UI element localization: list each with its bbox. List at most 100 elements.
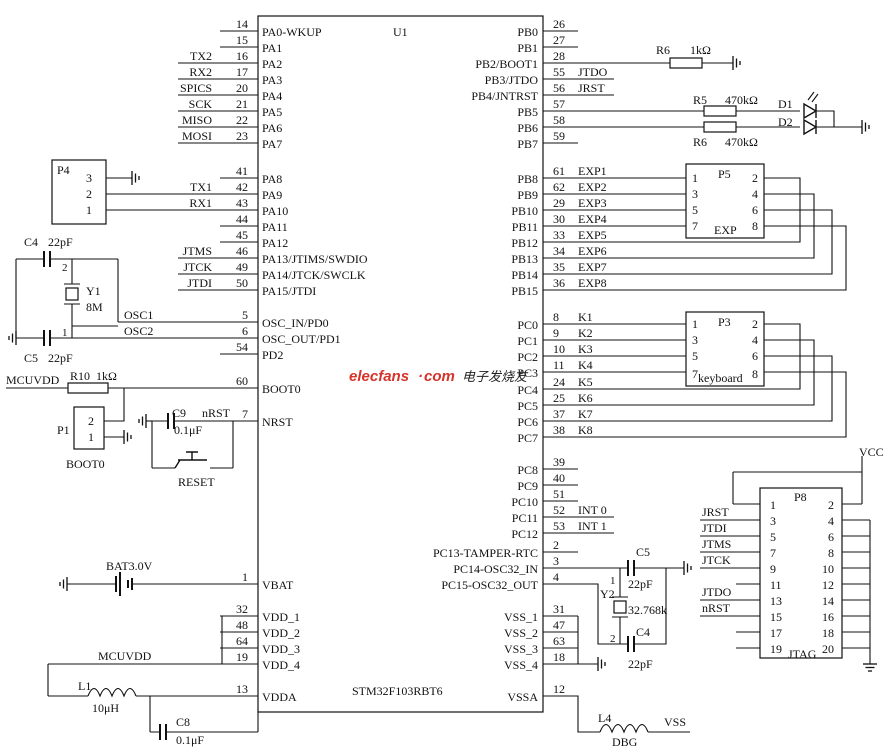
pin-name: PA7 bbox=[262, 137, 282, 151]
pin-vss-2: VSS_247 bbox=[504, 618, 578, 640]
svg-text:P8: P8 bbox=[794, 490, 807, 504]
svg-text:Y1: Y1 bbox=[86, 284, 101, 298]
pin-number: 5 bbox=[242, 308, 248, 322]
pin-number: 29 bbox=[553, 196, 565, 210]
pin-name: PB5 bbox=[517, 105, 538, 119]
svg-text:BAT3.0V: BAT3.0V bbox=[106, 559, 153, 573]
net-label: EXP7 bbox=[578, 260, 607, 274]
pin-number: 39 bbox=[553, 455, 565, 469]
pin-number: 20 bbox=[236, 81, 248, 95]
pin-name: VDD_2 bbox=[262, 626, 300, 640]
net-label: K2 bbox=[578, 326, 593, 340]
pin-name: PC9 bbox=[517, 479, 538, 493]
pin-number: 15 bbox=[236, 33, 248, 47]
pin-number: 61 bbox=[553, 164, 565, 178]
svg-text:22pF: 22pF bbox=[48, 235, 73, 249]
svg-text:com: com bbox=[424, 368, 455, 385]
svg-text:R6: R6 bbox=[693, 135, 707, 149]
pin-number: 51 bbox=[553, 487, 565, 501]
pin-name: PA12 bbox=[262, 236, 288, 250]
svg-text:P5: P5 bbox=[718, 167, 731, 181]
net-label: JTMS bbox=[183, 244, 212, 258]
pin-number: 44 bbox=[236, 212, 248, 226]
svg-text:C4: C4 bbox=[636, 625, 650, 639]
pin-pa13-jtims-swdio: PA13/JTIMS/SWDIO 46 JTMS bbox=[178, 244, 368, 266]
svg-text:C9: C9 bbox=[172, 406, 186, 420]
p8-pin-even: 20 bbox=[822, 642, 834, 656]
pin-number: 48 bbox=[236, 618, 248, 632]
svg-text:5: 5 bbox=[692, 349, 698, 363]
p8-pin-odd: 9 bbox=[770, 562, 776, 576]
svg-text:VCC: VCC bbox=[859, 445, 884, 459]
pin-number: 37 bbox=[553, 407, 565, 421]
pin-number: 62 bbox=[553, 180, 565, 194]
pin-number: 34 bbox=[553, 244, 565, 258]
pin-number: 6 bbox=[242, 324, 248, 338]
pin-name: PC15-OSC32_OUT bbox=[441, 578, 538, 592]
pin-name: PC13-TAMPER-RTC bbox=[433, 546, 538, 560]
svg-text:2: 2 bbox=[610, 633, 616, 645]
svg-text:2: 2 bbox=[88, 414, 94, 428]
pin-number: 46 bbox=[236, 244, 248, 258]
vdd-supply: MCUVDD L1 10μH C8 0.1μF bbox=[47, 615, 259, 747]
net-label: JTDO bbox=[578, 65, 608, 79]
pin-name: PA0-WKUP bbox=[262, 25, 322, 39]
p8-pin-even: 18 bbox=[822, 626, 834, 640]
pin-number: 8 bbox=[553, 310, 559, 324]
pin-name: PB7 bbox=[517, 137, 538, 151]
svg-text:P4: P4 bbox=[57, 163, 70, 177]
svg-text:MCUVDD: MCUVDD bbox=[6, 373, 60, 387]
net-label: TX2 bbox=[190, 49, 212, 63]
boot1-resistor: R6 1kΩ bbox=[543, 43, 741, 71]
pin-name: VSS_1 bbox=[504, 610, 538, 624]
net-label: JTDI bbox=[187, 276, 212, 290]
svg-text:Y2: Y2 bbox=[600, 587, 615, 601]
svg-text:470kΩ: 470kΩ bbox=[725, 135, 758, 149]
svg-text:JTDO: JTDO bbox=[702, 585, 732, 599]
net-label: K4 bbox=[578, 358, 593, 372]
svg-text:22pF: 22pF bbox=[628, 577, 653, 591]
svg-text:C5: C5 bbox=[636, 545, 650, 559]
pin-name: VSS_2 bbox=[504, 626, 538, 640]
net-label: TX1 bbox=[190, 180, 212, 194]
pin-name: PA14/JTCK/SWCLK bbox=[262, 268, 366, 282]
pin-name: PC12 bbox=[511, 527, 538, 541]
svg-text:MCUVDD: MCUVDD bbox=[98, 649, 152, 663]
pin-name: VDD_4 bbox=[262, 658, 300, 672]
svg-text:RESET: RESET bbox=[178, 475, 215, 489]
net-label: K8 bbox=[578, 423, 593, 437]
svg-text:7: 7 bbox=[692, 367, 698, 381]
svg-text:P1: P1 bbox=[57, 423, 70, 437]
pin-name: PA13/JTIMS/SWDIO bbox=[262, 252, 368, 266]
pin-name: VSS_4 bbox=[504, 658, 538, 672]
svg-text:VSS: VSS bbox=[664, 715, 686, 729]
net-label: MISO bbox=[182, 113, 212, 127]
pin-number: 58 bbox=[553, 113, 565, 127]
svg-text:R5: R5 bbox=[693, 93, 707, 107]
pin-number: 31 bbox=[553, 602, 565, 616]
p8-pin-even: 4 bbox=[828, 514, 834, 528]
pin-number: 56 bbox=[553, 81, 565, 95]
svg-text:L4: L4 bbox=[598, 711, 611, 725]
rtc-crystal: C5 22pF Y2 32.768k C4 22pF 1 2 bbox=[543, 545, 692, 671]
p8-pin-even: 6 bbox=[828, 530, 834, 544]
pin-number: 49 bbox=[236, 260, 248, 274]
pin-name: PA10 bbox=[262, 204, 288, 218]
svg-text:EXP: EXP bbox=[714, 223, 737, 237]
pin-number: 36 bbox=[553, 276, 565, 290]
svg-text:1: 1 bbox=[88, 430, 94, 444]
svg-text:7: 7 bbox=[692, 219, 698, 233]
